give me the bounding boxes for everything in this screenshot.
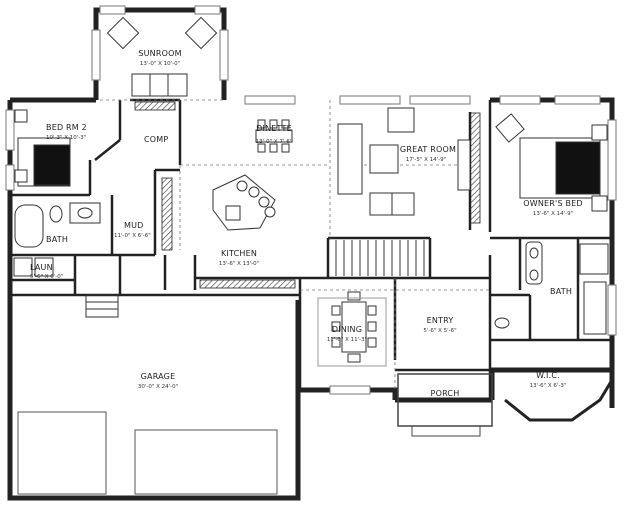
dims-ownersbed: 13'-6" X 14'-9" [533,211,573,217]
hatched-walls [134,101,481,289]
label-dining: DINING [332,325,362,334]
dims-dining: 11'-0" X 11'-3" [327,337,367,343]
label-bedrm2: BED RM 2 [46,123,87,132]
label-garage: GARAGE [141,372,176,381]
furniture [13,16,609,495]
label-comp: COMP [144,135,168,144]
dims-greatroom: 17'-5" X 14'-9" [406,157,446,163]
dims-kitchen: 13'-6" X 13'-0" [219,261,259,267]
dims-wic: 13'-6" X 6'-3" [530,383,567,389]
label-porch: PORCH [431,389,460,398]
label-mud: MUD [124,221,144,230]
dims-dinette: 13'-0" X 7'-6" [256,139,293,145]
wic-bay [504,379,614,422]
dims-sunroom: 13'-0" X 10'-0" [140,61,180,67]
label-laun: LAUN [30,263,53,272]
label-dinette: DINETTE [256,124,292,133]
room-labels: SUNROOM 13'-0" X 10'-0" BED RM 2 10'-3" … [30,49,583,398]
dims-mud: 11'-0" X 6'-6" [114,233,151,239]
label-bath2: BATH [550,287,572,296]
dims-entry: 5'-6" X 5'-6" [423,328,456,334]
windows [5,5,617,395]
staircase [335,240,425,276]
label-wic: W.I.C. [536,371,560,380]
dims-bedrm2: 10'-3" X 10'-3" [46,135,86,141]
label-entry: ENTRY [427,316,454,325]
label-sunroom: SUNROOM [138,49,181,58]
dashed-lines [100,99,490,390]
label-bath1: BATH [46,235,68,244]
dims-garage: 30'-0" X 24'-0" [138,384,178,390]
label-greatroom: GREAT ROOM [400,145,456,154]
label-kitchen: KITCHEN [221,249,257,258]
dims-laun: 5'-6" X 6'-0" [30,274,63,280]
label-ownersbed: OWNER'S BED [523,199,583,208]
